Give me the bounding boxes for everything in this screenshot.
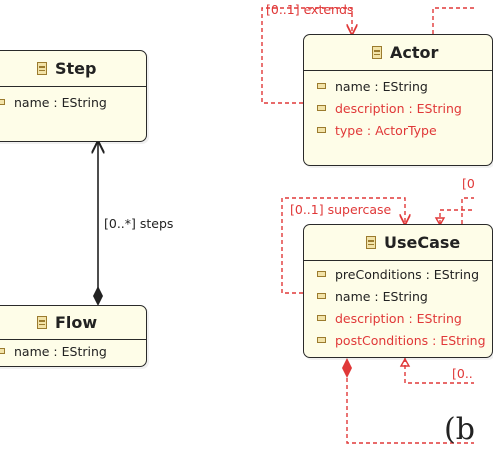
class-usecase-header: UseCase <box>304 225 492 261</box>
attribute-row[interactable]: description : EString <box>317 307 492 329</box>
class-actor[interactable]: Actor name : EString description : EStri… <box>303 34 493 166</box>
associations-layer <box>0 7 474 444</box>
attribute-label: name : EString <box>14 343 107 359</box>
extends-reference-line <box>261 7 352 104</box>
attribute-row[interactable]: type : ActorType <box>317 119 492 141</box>
class-step[interactable]: Step name : EString <box>0 50 147 142</box>
supercase-reference-line <box>281 197 405 294</box>
usecase-bottom-arrow-head <box>399 357 411 367</box>
actor-right-reference-line <box>432 7 474 34</box>
steps-association-label: [0..*] steps <box>104 216 174 231</box>
attribute-icon <box>0 348 5 354</box>
attribute-label: name : EString <box>335 78 428 94</box>
attribute-row[interactable]: postConditions : EString <box>317 329 492 351</box>
attribute-label: name : EString <box>14 94 107 110</box>
class-icon <box>366 236 376 249</box>
class-icon <box>37 316 47 329</box>
class-actor-header: Actor <box>304 35 492 71</box>
attribute-row[interactable]: description : EString <box>317 97 492 119</box>
attribute-label: description : EString <box>335 310 462 326</box>
usecase-bottom-composition-line <box>346 378 474 444</box>
attribute-row[interactable]: preConditions : EString <box>317 263 492 285</box>
class-flow-name: Flow <box>55 313 98 332</box>
class-usecase-name: UseCase <box>384 233 461 252</box>
usecase-upper-arrow-head <box>434 217 446 227</box>
attribute-icon <box>317 127 326 133</box>
attribute-icon <box>317 83 326 89</box>
partial-reference-label: [0 <box>462 176 475 191</box>
extends-reference-label: [0..1] extends <box>266 2 354 17</box>
class-icon <box>372 46 382 59</box>
attribute-row[interactable]: name : EString <box>0 91 146 113</box>
class-actor-name: Actor <box>390 43 439 62</box>
attribute-label: preConditions : EString <box>335 266 480 282</box>
attribute-icon <box>317 293 326 299</box>
class-flow[interactable]: Flow name : EString <box>0 305 147 367</box>
figure-subfigure-tag: (b <box>444 412 475 447</box>
supercase-reference-label: [0..1] supercase <box>290 202 392 217</box>
class-icon <box>37 62 47 75</box>
attribute-icon <box>317 337 326 343</box>
class-flow-header: Flow <box>0 306 146 340</box>
usecase-right-upper-reference-line <box>439 209 474 224</box>
attribute-label: description : EString <box>335 100 462 116</box>
class-usecase[interactable]: UseCase preConditions : EString name : E… <box>303 224 493 358</box>
attribute-label: type : ActorType <box>335 122 437 138</box>
usecase-right-upper-reference-line-2 <box>461 197 474 224</box>
steps-composition-diamond <box>93 286 103 306</box>
class-step-name: Step <box>55 59 97 78</box>
attribute-icon <box>317 315 326 321</box>
uml-class-diagram: Step name : EString Flow name : EString … <box>0 2 493 447</box>
attribute-row[interactable]: name : EString <box>317 75 492 97</box>
attribute-icon <box>0 99 5 105</box>
attribute-label: name : EString <box>335 288 428 304</box>
attribute-row[interactable]: name : EString <box>317 285 492 307</box>
attribute-row[interactable]: name : EString <box>0 340 146 362</box>
attribute-label: postConditions : EString <box>335 332 486 348</box>
attribute-icon <box>317 271 326 277</box>
usecase-bottom-composition-diamond <box>342 358 352 378</box>
attribute-icon <box>317 105 326 111</box>
class-step-header: Step <box>0 51 146 87</box>
partial-bottom-reference-label: [0.. <box>452 366 473 381</box>
